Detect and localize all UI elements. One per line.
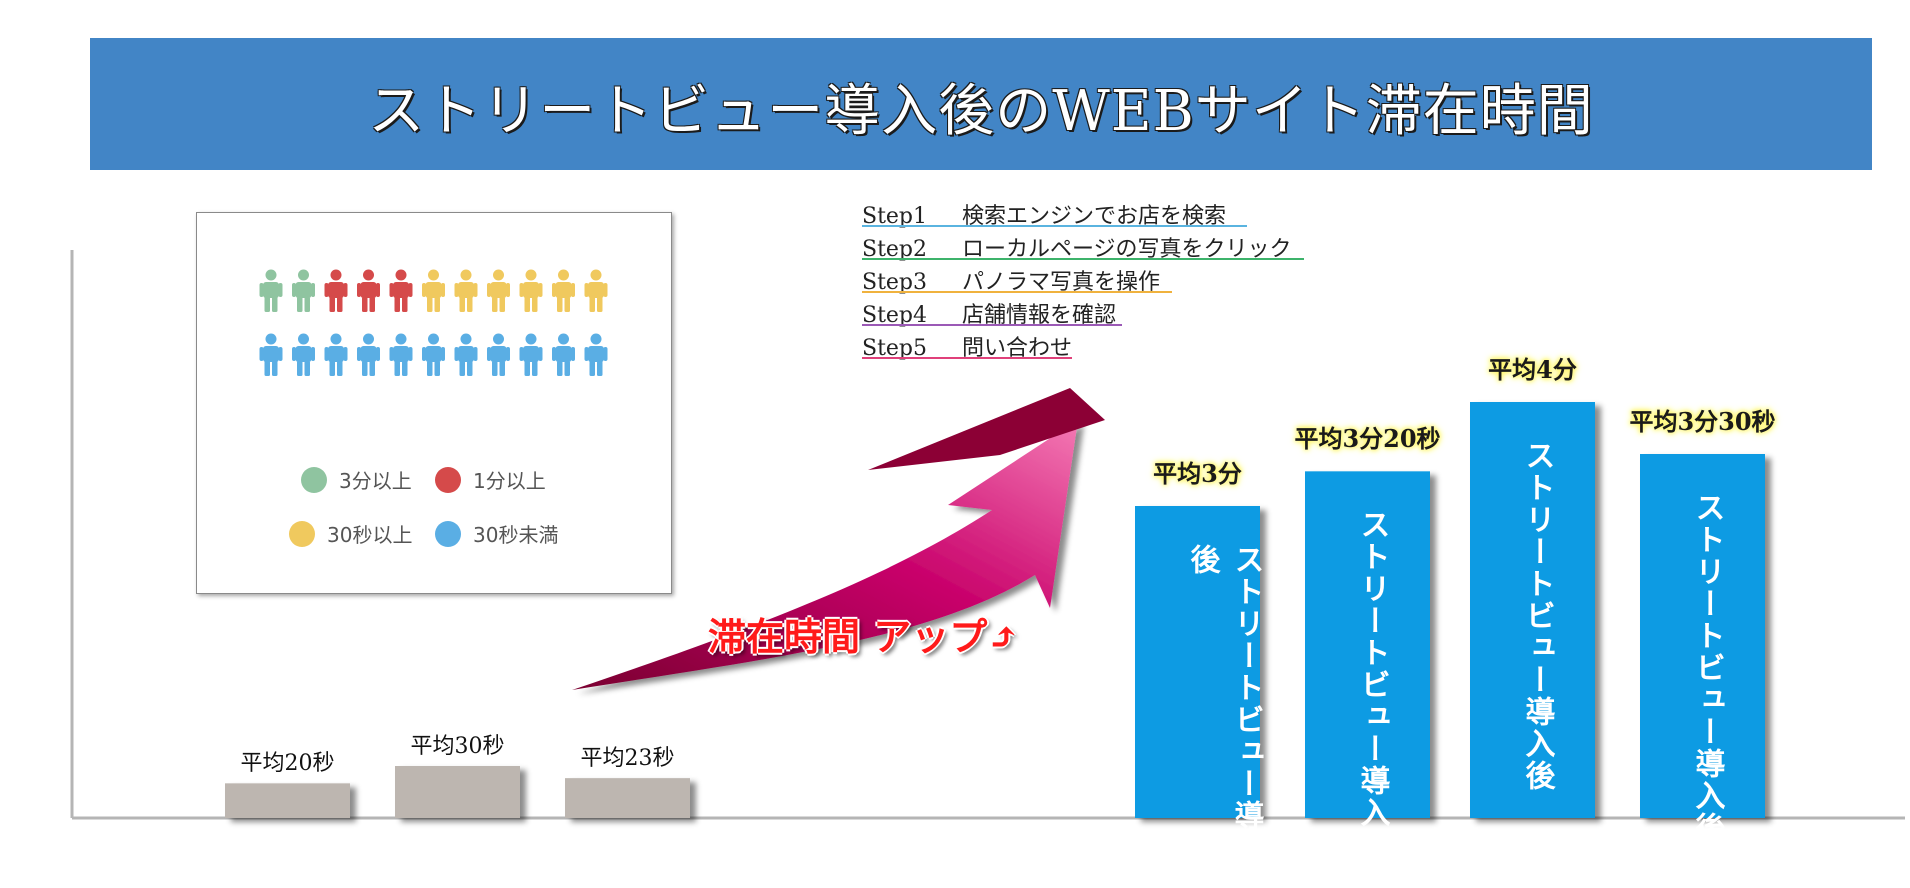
legend-label: 30秒以上 <box>327 523 413 547</box>
arrow-caption: 滞在時間 アップ⤴ <box>708 614 1020 659</box>
person-icon <box>487 269 510 312</box>
title-banner: ストリートビュー導入後のWEBサイト滞在時間 <box>90 38 1872 170</box>
person-icon <box>584 269 608 312</box>
legend-label: 3分以上 <box>339 469 412 493</box>
person-icon <box>584 333 608 376</box>
bar-value-label: 平均23秒 <box>580 746 675 772</box>
bar <box>395 766 520 818</box>
person-icon <box>357 269 380 312</box>
person-icon <box>519 269 543 312</box>
step-underline <box>862 225 1247 227</box>
person-icon <box>519 333 543 376</box>
step-underline <box>862 324 1122 326</box>
person-icon <box>422 333 445 376</box>
up-arrow-head-icon <box>868 388 1105 470</box>
bar <box>565 778 690 818</box>
bar-value-label: 平均20秒 <box>240 751 335 777</box>
legend-item-under30sec: 30秒未満 <box>435 519 558 548</box>
bar-value-label: 平均3分 <box>1153 459 1242 488</box>
person-icon <box>324 269 348 312</box>
legend-item-3min: 3分以上 <box>301 465 412 494</box>
step-underline <box>862 291 1172 293</box>
bar-inner-label: ストリートビュー導入後 <box>1354 509 1390 862</box>
person-icon <box>389 269 413 312</box>
person-icon <box>422 269 445 312</box>
legend-label: 1分以上 <box>473 469 546 493</box>
bar-inner-label: ストリートビュー導入後 <box>1689 492 1725 844</box>
bar <box>1135 506 1260 818</box>
legend-card: 3分以上 1分以上 30秒以上 30秒未満 <box>196 212 672 594</box>
person-icon <box>552 333 575 376</box>
bar-value-label: 平均30秒 <box>410 734 505 759</box>
bar <box>1640 454 1765 818</box>
person-icon <box>324 333 348 376</box>
step-underline <box>862 258 1304 260</box>
bar-inner-label: ストリートビュー導入後 <box>1519 440 1555 792</box>
people-pictogram <box>259 269 608 376</box>
legend-dot-icon <box>435 520 461 547</box>
chart-title: ストリートビュー導入後のWEBサイト滞在時間 <box>368 79 1594 144</box>
person-icon <box>357 333 380 376</box>
legend-item-30sec: 30秒以上 <box>289 519 412 548</box>
person-icon <box>487 333 510 376</box>
bar-inner-label: ストリートビュー導入後 <box>1184 544 1264 864</box>
person-icon <box>292 333 315 376</box>
person-icon <box>552 269 575 312</box>
legend-dot-icon <box>435 466 461 493</box>
legend-dot-icon <box>289 520 315 547</box>
person-icon <box>454 333 478 376</box>
person-icon <box>292 269 315 312</box>
person-icon <box>259 269 283 312</box>
up-arrow-icon <box>572 420 1078 690</box>
bar-value-label: 平均4分 <box>1488 355 1577 384</box>
step-underline <box>862 357 1072 359</box>
legend-item-1min: 1分以上 <box>435 465 546 494</box>
bar <box>1305 471 1430 818</box>
legend-label: 30秒未満 <box>473 523 559 547</box>
person-icon <box>454 269 478 312</box>
person-icon <box>389 333 413 376</box>
bar-value-label: 平均3分30秒 <box>1629 407 1776 436</box>
legend-dot-icon <box>301 466 327 493</box>
person-icon <box>259 333 283 376</box>
bar <box>1470 402 1595 818</box>
bar-value-label: 平均3分20秒 <box>1294 424 1441 454</box>
bar <box>225 783 350 818</box>
